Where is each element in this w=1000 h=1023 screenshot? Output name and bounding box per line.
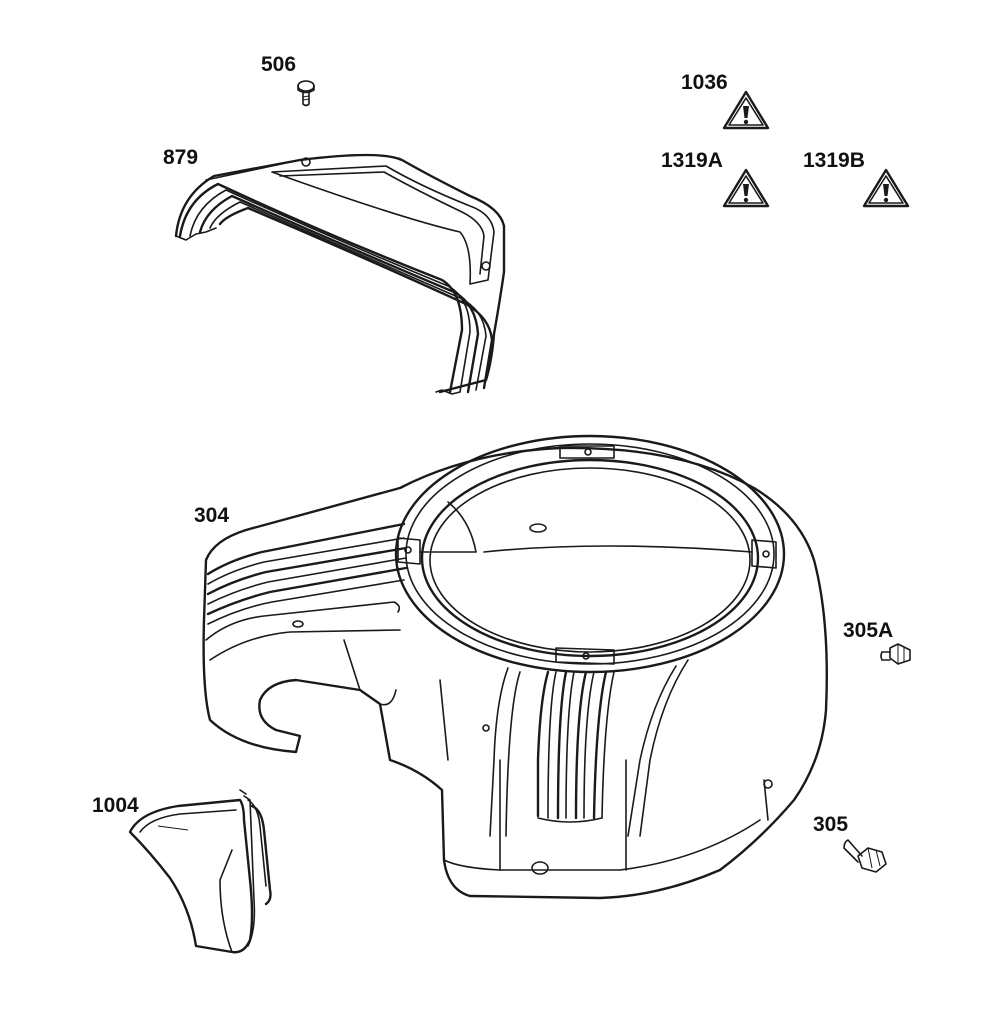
screw-506[interactable] [297,80,315,107]
warning-triangle-icon[interactable] [722,90,770,130]
label-1004[interactable]: 1004 [92,794,139,817]
blower-housing-304[interactable] [202,434,828,900]
shroud-guard-879[interactable] [174,153,506,395]
bolt-305a[interactable] [880,643,911,665]
air-guide-1004[interactable] [128,789,272,954]
label-1036[interactable]: 1036 [681,71,728,94]
bolt-305[interactable] [843,839,887,873]
warning-triangle-icon[interactable] [722,168,770,208]
label-304[interactable]: 304 [194,504,230,527]
label-305a[interactable]: 305A [843,619,894,642]
label-305[interactable]: 305 [813,813,849,836]
warning-triangle-icon[interactable] [862,168,910,208]
label-1319a[interactable]: 1319A [661,149,723,172]
label-506[interactable]: 506 [261,53,297,76]
label-1319b[interactable]: 1319B [803,149,865,172]
label-879[interactable]: 879 [163,146,199,169]
